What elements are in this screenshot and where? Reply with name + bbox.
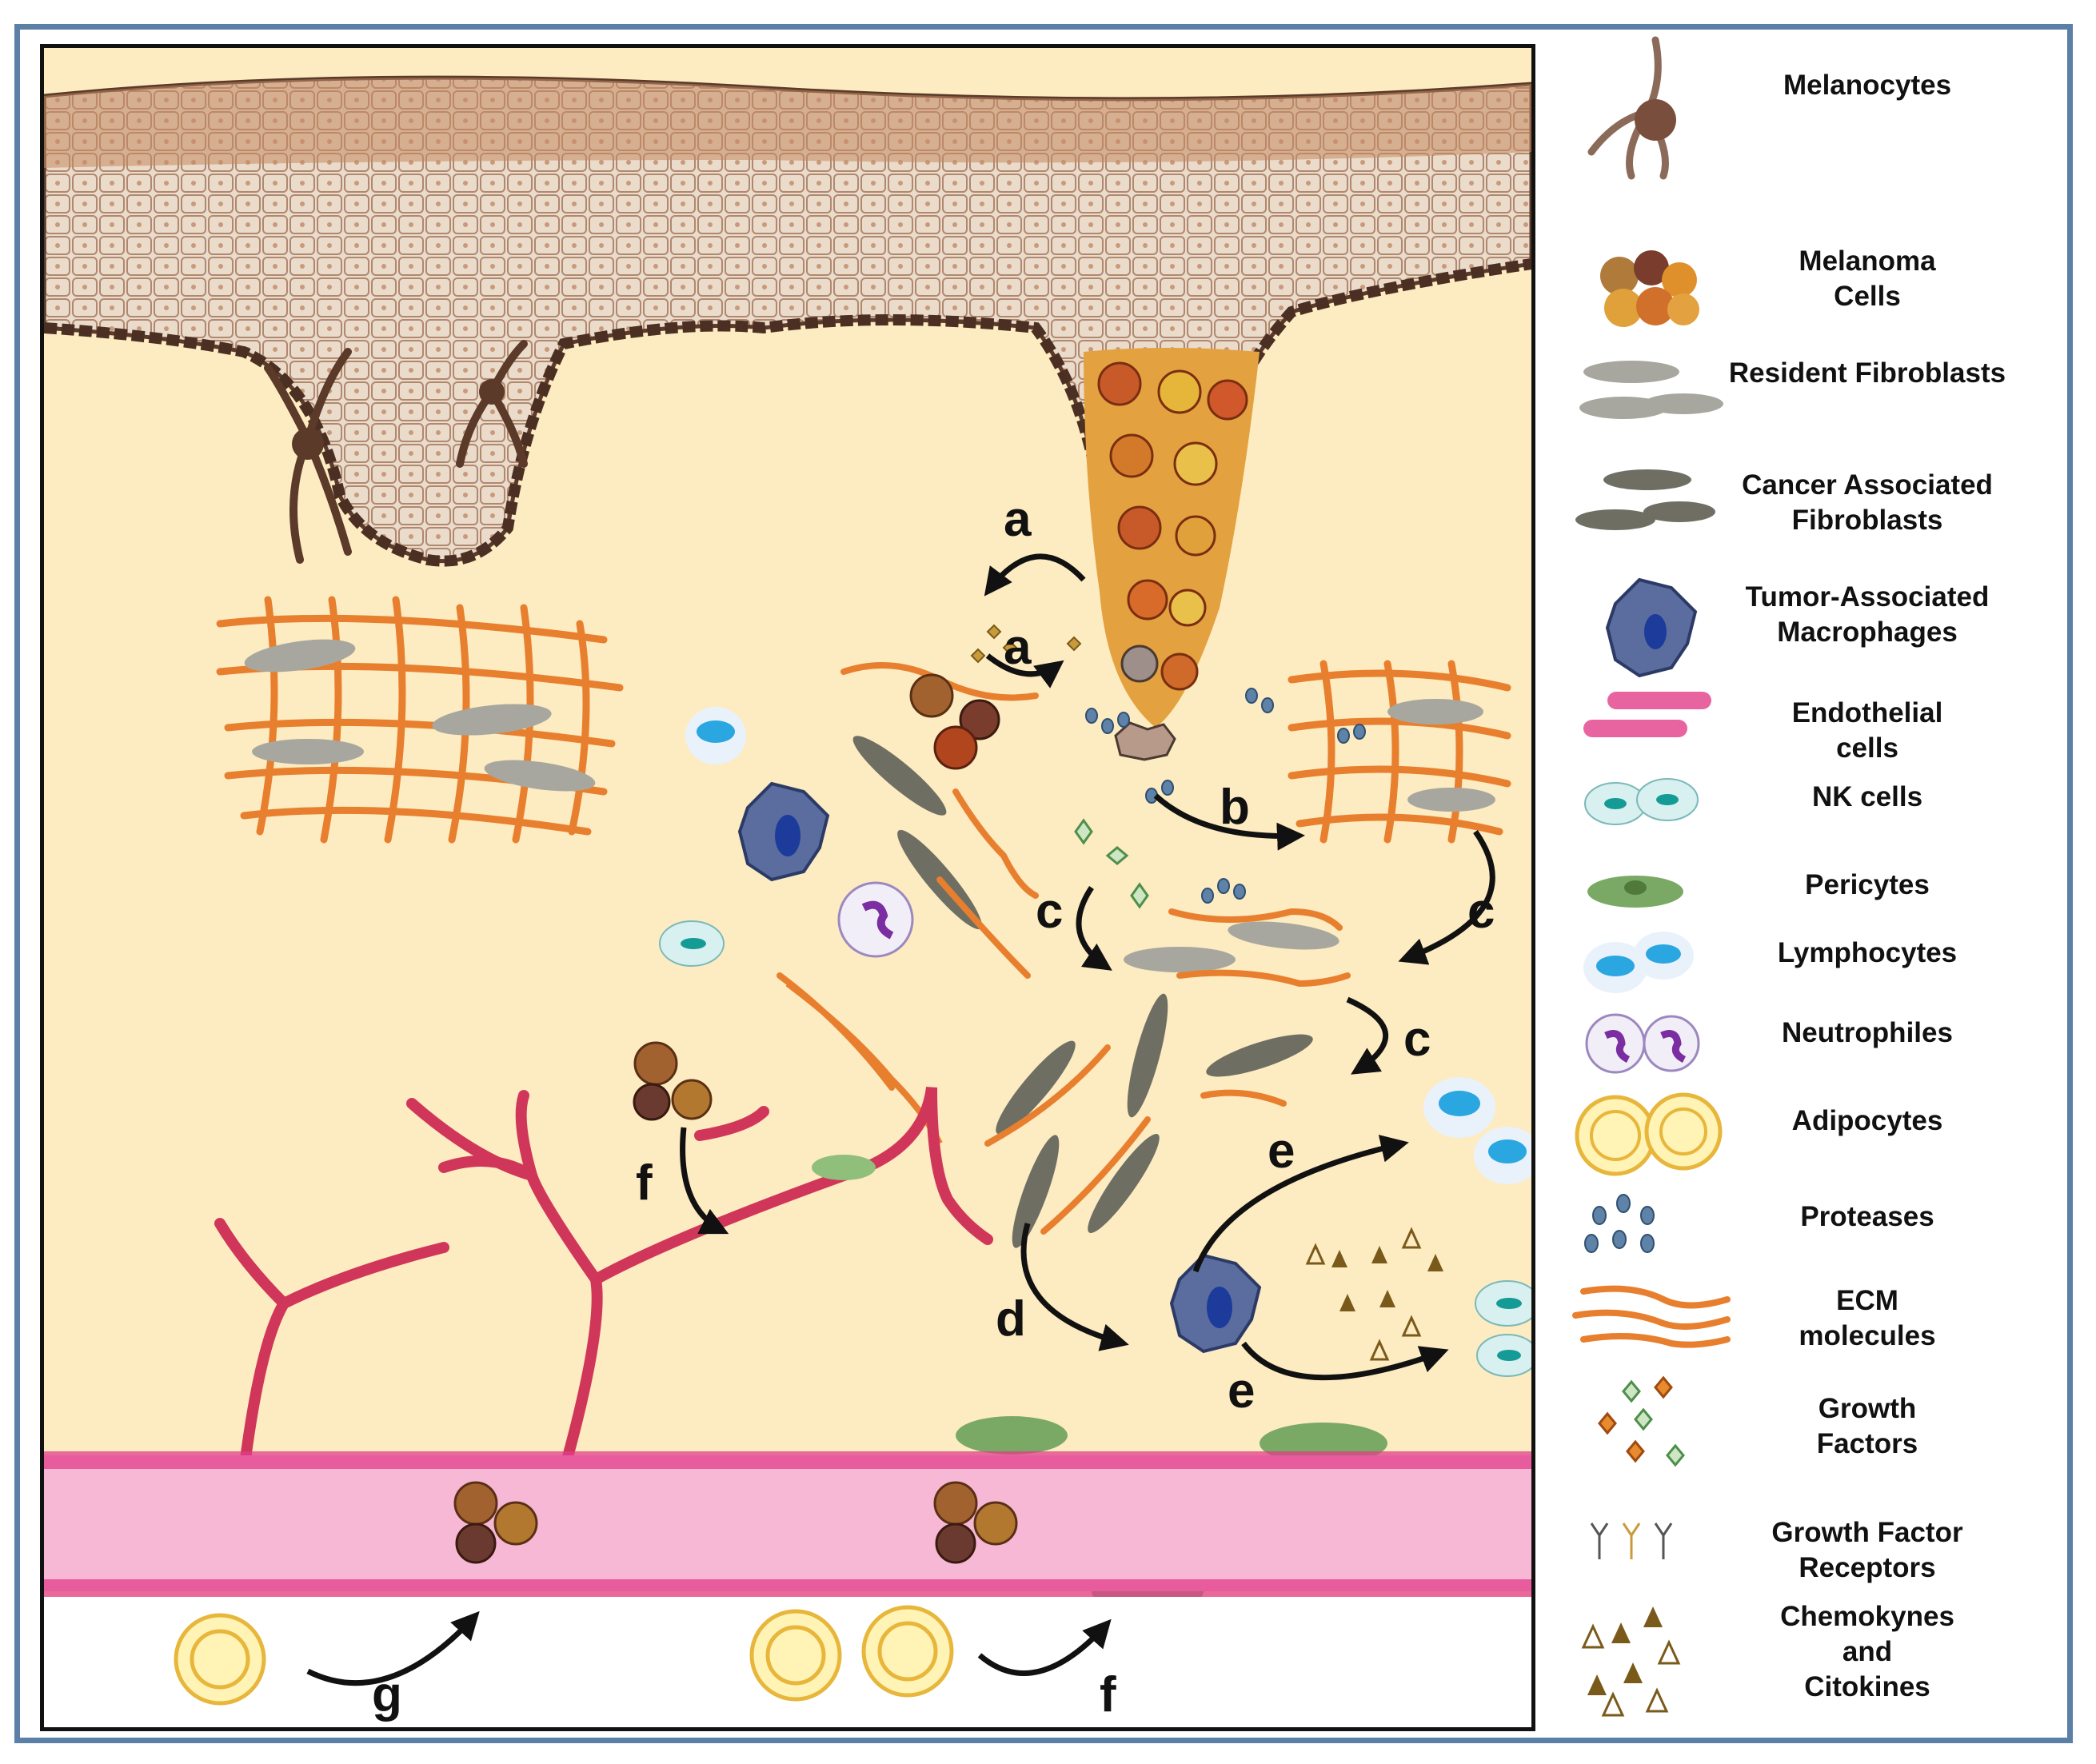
adipocytes	[174, 1605, 954, 1706]
legend-label: Resident Fibroblasts	[1728, 357, 2006, 389]
resident-fibroblasts-icon	[1579, 361, 1723, 419]
endothelium-top	[44, 1451, 1531, 1469]
adipocytes-icon	[1575, 1092, 1723, 1176]
legend-label: Pericytes	[1805, 869, 1930, 900]
label-a2: a	[1004, 620, 1032, 675]
legend-label: Melanocytes	[1783, 70, 1952, 101]
lymphocyte	[685, 707, 746, 764]
capillaries	[214, 1086, 993, 1477]
label-c1: c	[1036, 884, 1063, 939]
resident-fibroblasts-center	[1124, 921, 1339, 972]
nk-cell	[659, 920, 725, 967]
growth-factor-receptors-icon	[1590, 1523, 1673, 1559]
melanocyte-body	[292, 428, 324, 460]
pericytes-icon	[1587, 876, 1683, 908]
resident-fibroblasts-right	[1387, 699, 1495, 812]
melanoma-cells-intravasated	[453, 1481, 1018, 1564]
legend-label: Proteases	[1800, 1201, 1934, 1232]
melanocyte-icon	[1587, 36, 1676, 180]
legend-label: Neutrophiles	[1782, 1017, 1953, 1048]
label-c3: c	[1403, 1012, 1431, 1067]
legend-label: Adipocytes	[1791, 1105, 1943, 1136]
nk-cells-icon	[1584, 778, 1699, 825]
legend-label: Endothelial cells	[1791, 697, 1943, 764]
neutrophiles-icon	[1585, 1013, 1700, 1074]
legend-label: ECM molecules	[1799, 1285, 1936, 1351]
label-f2: f	[1100, 1667, 1116, 1722]
endothelium-bottom	[44, 1579, 1531, 1597]
legend-label: Growth Factor Receptors	[1771, 1517, 1963, 1583]
lymphocytes-right	[1423, 1077, 1531, 1184]
legend-label: Growth Factors	[1816, 1393, 1918, 1459]
legend-label: NK cells	[1811, 781, 1923, 812]
blood-vessel	[44, 1455, 1531, 1591]
lymphocytes-icon	[1583, 932, 1694, 993]
label-d: d	[996, 1291, 1026, 1347]
label-g: g	[372, 1667, 402, 1722]
label-b: b	[1220, 780, 1250, 835]
growth-factors-green	[1074, 818, 1149, 909]
chemokines-cytokines-icon	[1581, 1606, 1681, 1717]
label-e2: e	[1228, 1363, 1255, 1419]
legend-label: Tumor-Associated Macrophages	[1745, 581, 1990, 648]
nk-cells-right	[1475, 1280, 1531, 1377]
tumor-associated-macrophage-lower	[1169, 1253, 1262, 1354]
melanoma-cells-cluster	[909, 673, 1000, 770]
label-e1: e	[1268, 1123, 1295, 1179]
macrophage-icon	[1605, 577, 1698, 678]
melanoma-cells-icon	[1600, 250, 1699, 327]
stratum-corneum	[44, 78, 1531, 168]
tumor-microenvironment-scene: a a b c c c d e e f f g	[40, 44, 1535, 1731]
proteases	[1085, 688, 1366, 904]
tumor-associated-macrophage	[737, 781, 830, 882]
melanocyte-body	[479, 379, 505, 405]
neutrophil	[837, 881, 914, 958]
chemokines-cytokines	[1305, 1227, 1443, 1361]
process-arrows	[306, 553, 1495, 1686]
ecm-mesh-right	[1288, 660, 1511, 844]
growth-factors-icon	[1598, 1375, 1685, 1467]
legend-label: Lymphocytes	[1777, 937, 1958, 968]
legend-label: Cancer Associated Fibroblasts	[1742, 469, 1993, 536]
growth-factors	[970, 624, 1082, 664]
proteases-icon	[1584, 1194, 1655, 1253]
ecm-molecules-icon	[1572, 1285, 1731, 1348]
legend-label: Melanoma Cells	[1799, 245, 1936, 312]
endothelial-cells-icon	[1583, 692, 1711, 737]
legend-label: Chemokynes and Citokines	[1780, 1601, 1954, 1702]
resident-fibroblasts-left	[244, 639, 596, 792]
cancer-associated-fibroblasts-icon	[1575, 469, 1715, 530]
pericyte	[812, 1155, 876, 1180]
melanoma-cells-migrating	[633, 1041, 713, 1121]
melanoma-nest	[1084, 348, 1260, 728]
label-f1: f	[636, 1155, 653, 1211]
label-c2: c	[1467, 884, 1495, 939]
label-a1: a	[1004, 492, 1032, 547]
invading-melanoma-cell	[1114, 721, 1176, 761]
ecm-mesh-left	[216, 596, 624, 844]
